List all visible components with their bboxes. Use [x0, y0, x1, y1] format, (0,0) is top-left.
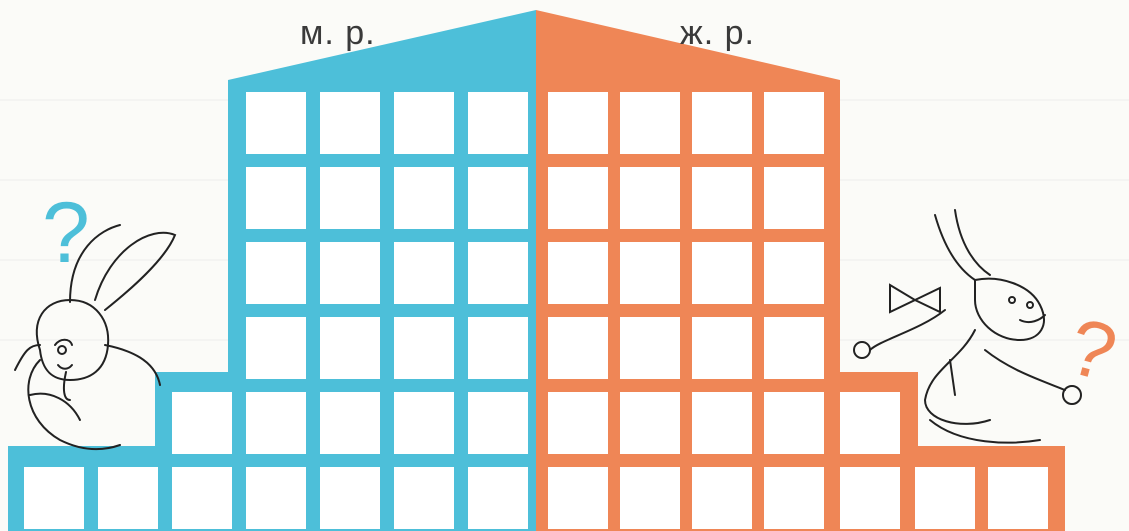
- window-cell: [840, 392, 900, 454]
- window-cell: [468, 467, 528, 529]
- feminine-gender-label: ж. р.: [680, 14, 755, 53]
- window-cell: [620, 317, 680, 379]
- window-cell: [24, 467, 84, 529]
- window-cell: [246, 317, 306, 379]
- window-cell: [620, 242, 680, 304]
- window-cell: [548, 392, 608, 454]
- window-cell: [394, 167, 454, 229]
- window-cell: [692, 317, 752, 379]
- window-cell: [692, 167, 752, 229]
- window-cell: [692, 92, 752, 154]
- window-cell: [764, 167, 824, 229]
- window-cell: [840, 467, 900, 529]
- window-cell: [764, 92, 824, 154]
- window-cell: [394, 467, 454, 529]
- roof-masculine: [228, 10, 536, 92]
- window-cell: [98, 467, 158, 529]
- window-cell: [620, 392, 680, 454]
- window-cell: [764, 392, 824, 454]
- window-cell: [988, 467, 1048, 529]
- masculine-gender-label: м. р.: [300, 14, 376, 53]
- window-cell: [172, 392, 232, 454]
- window-cell: [548, 467, 608, 529]
- window-cell: [692, 242, 752, 304]
- window-cell: [620, 467, 680, 529]
- window-cell: [468, 167, 528, 229]
- hare-left: [15, 225, 175, 449]
- window-cell: [548, 167, 608, 229]
- window-cell: [394, 242, 454, 304]
- window-cell: [394, 317, 454, 379]
- window-cell: [320, 467, 380, 529]
- window-cell: [468, 392, 528, 454]
- window-cell: [620, 92, 680, 154]
- window-cell: [692, 392, 752, 454]
- window-cell: [246, 167, 306, 229]
- window-cell: [320, 167, 380, 229]
- window-cell: [764, 467, 824, 529]
- window-cell: [548, 242, 608, 304]
- window-cell: [394, 92, 454, 154]
- window-cell: [468, 317, 528, 379]
- window-cell: [468, 242, 528, 304]
- window-cell: [468, 92, 528, 154]
- window-cell: [548, 92, 608, 154]
- window-cell: [246, 392, 306, 454]
- window-cell: [764, 317, 824, 379]
- window-cell: [915, 467, 975, 529]
- window-cell: [320, 242, 380, 304]
- window-cell: [692, 467, 752, 529]
- window-cell: [548, 317, 608, 379]
- window-cell: [320, 317, 380, 379]
- window-cell: [172, 467, 232, 529]
- window-cell: [620, 167, 680, 229]
- window-cell: [394, 392, 454, 454]
- question-mark-left-icon: ?: [42, 190, 90, 276]
- window-cell: [320, 392, 380, 454]
- window-cell: [246, 467, 306, 529]
- window-cell: [764, 242, 824, 304]
- window-cell: [246, 242, 306, 304]
- window-cell: [320, 92, 380, 154]
- window-cell: [246, 92, 306, 154]
